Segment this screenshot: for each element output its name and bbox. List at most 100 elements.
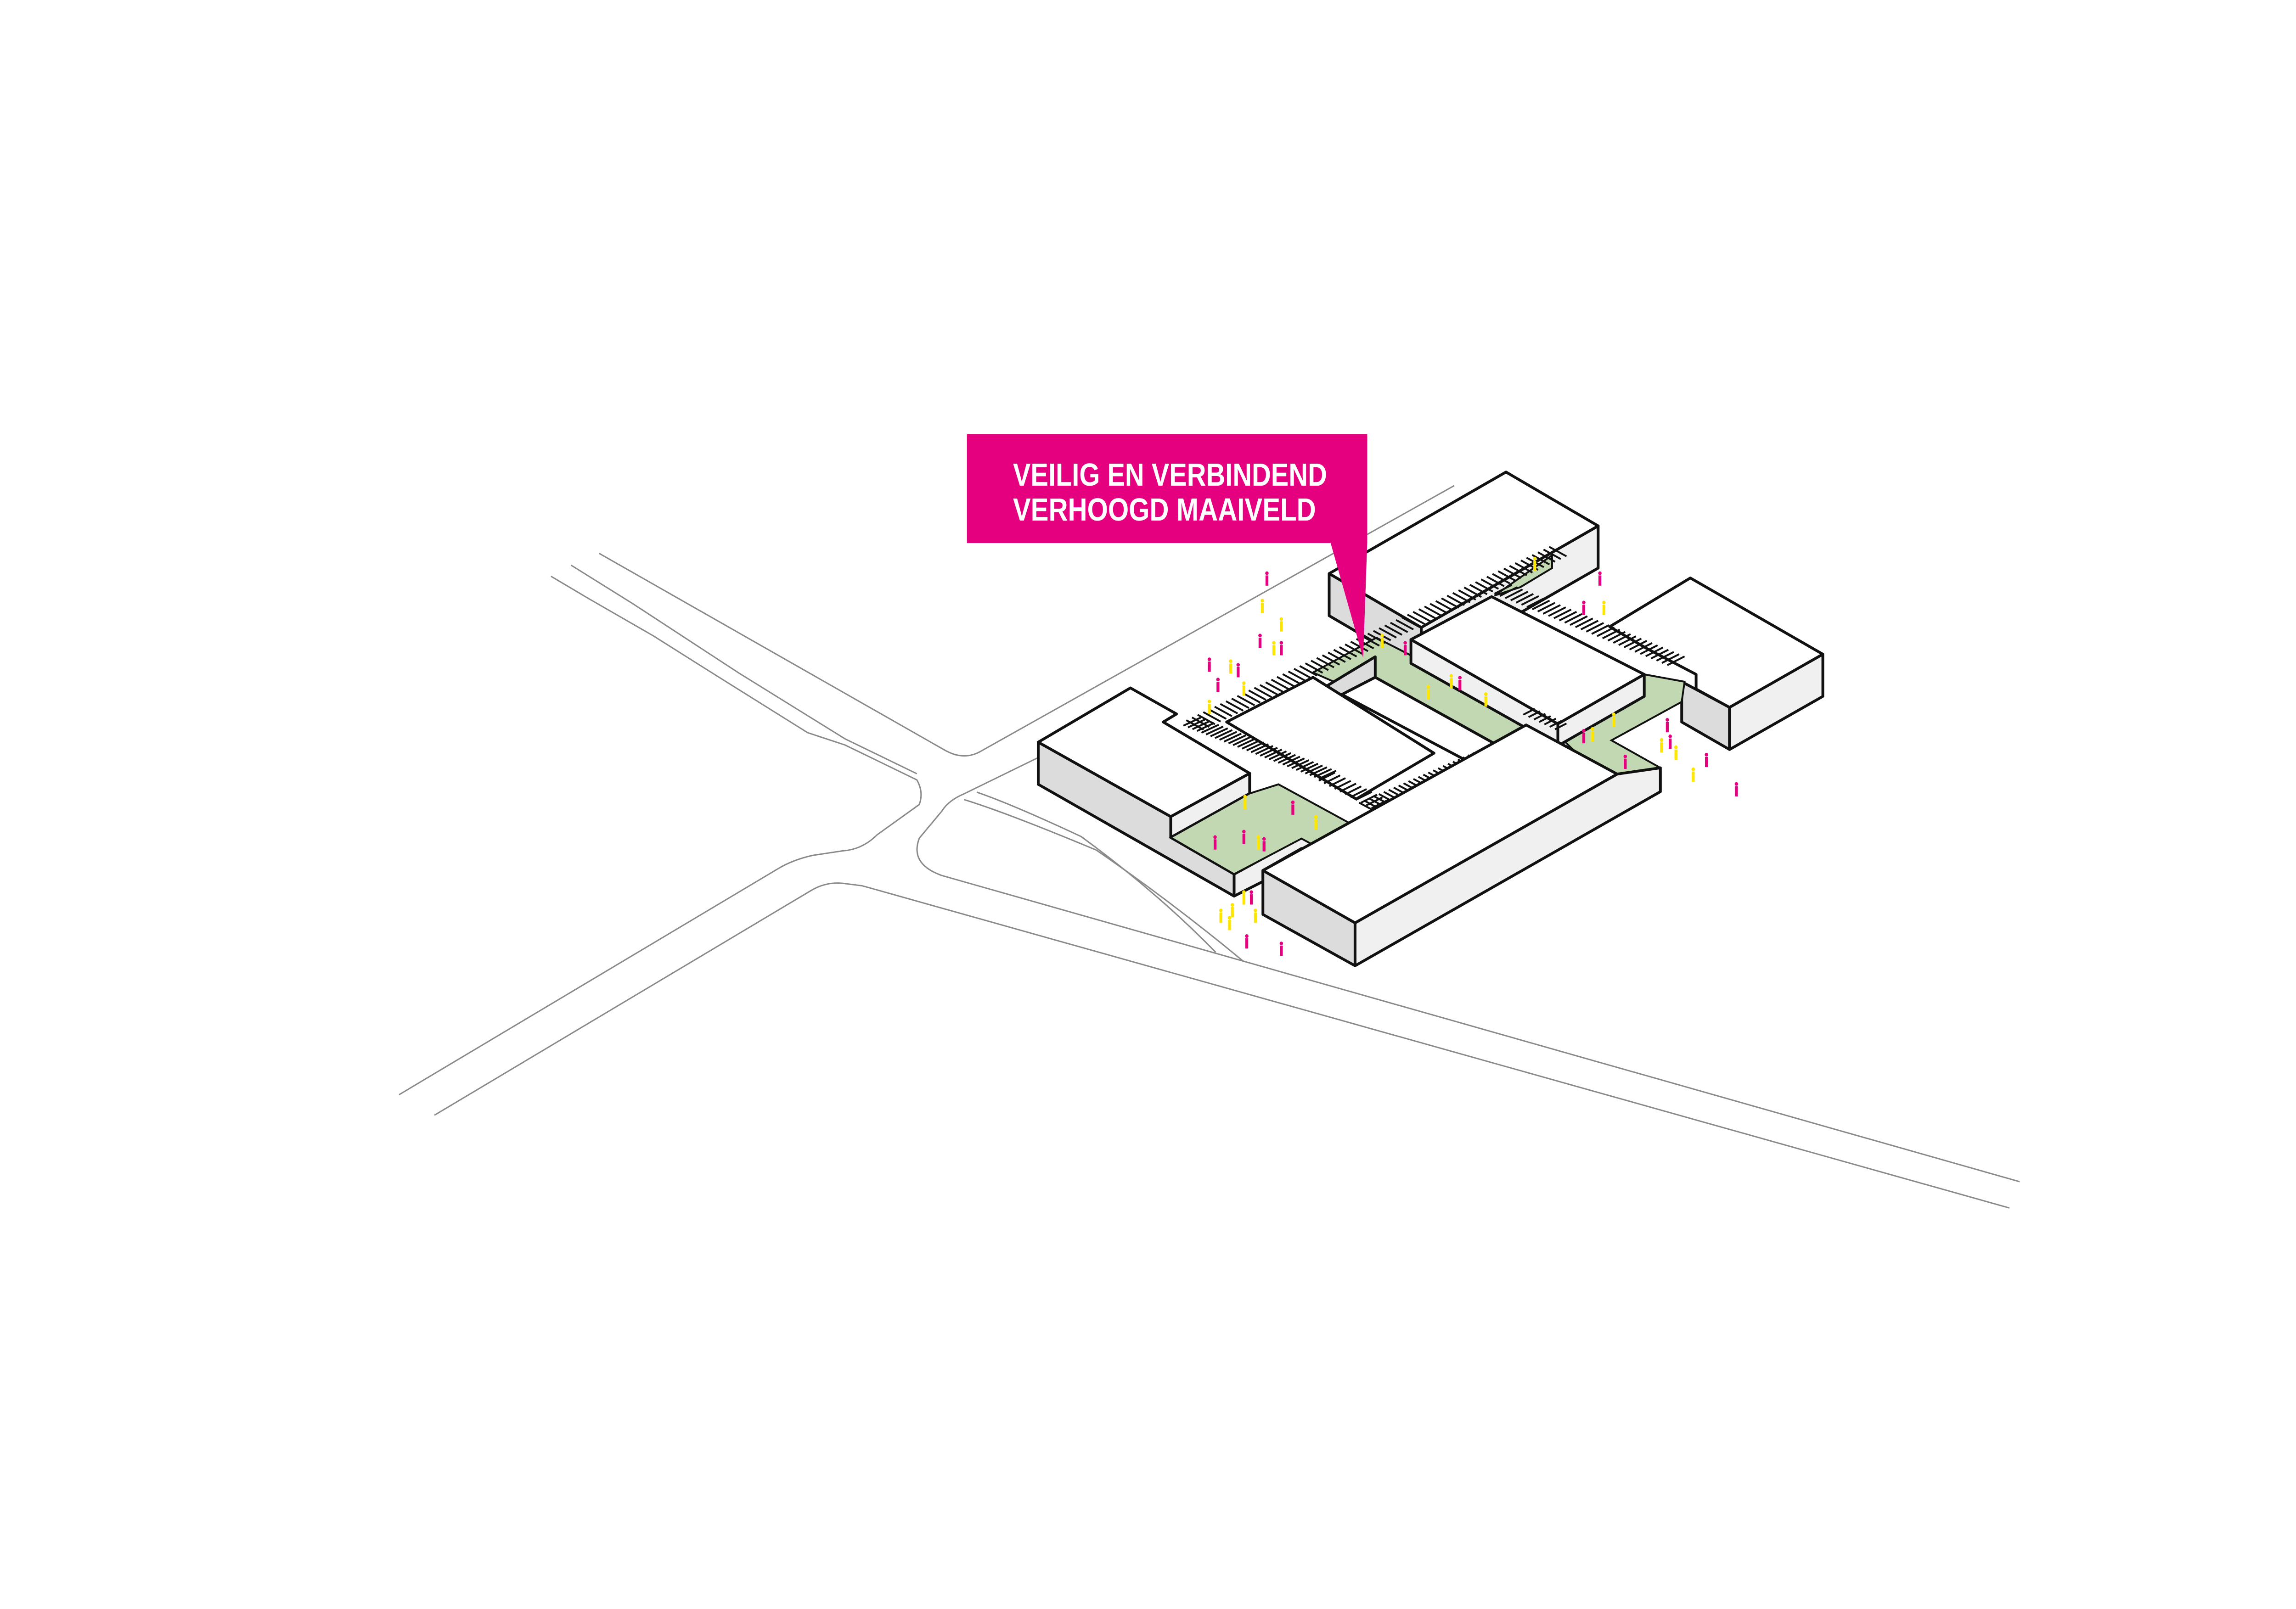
stair-tread (1283, 757, 1300, 765)
stair-tread (1534, 714, 1545, 720)
stair-tread (1509, 566, 1527, 575)
stair-tread (1549, 547, 1567, 556)
stair-tread (1328, 652, 1345, 662)
person-pink (1458, 676, 1462, 690)
stair-tread (1538, 552, 1555, 562)
road-line (571, 565, 917, 774)
stair-tread (1441, 598, 1459, 608)
stair-tread (1300, 666, 1317, 676)
diagram-canvas: VEILIG EN VERBINDEND VERHOOGD MAAIVELD (0, 434, 2296, 1439)
stair-tread (1334, 781, 1351, 789)
callout-pointer (1330, 542, 1367, 658)
stair-tread (1198, 715, 1215, 724)
person-pink (1666, 718, 1669, 733)
axonometric-diagram: VEILIG EN VERBINDEND VERHOOGD MAAIVELD (0, 434, 2296, 1439)
stair-tread (1188, 719, 1205, 728)
person-pink (1236, 663, 1240, 678)
road-network (399, 486, 2020, 1208)
stair-tread (1548, 607, 1566, 616)
stair-tread (1260, 748, 1277, 756)
person-pink (1265, 571, 1269, 586)
person-pink (1213, 835, 1217, 850)
stair-tread (1210, 728, 1228, 736)
stair-tread (1511, 592, 1528, 600)
stair-tread (1635, 643, 1652, 652)
stair-tread (1340, 784, 1356, 792)
person-pink (1582, 600, 1586, 615)
stair-tread (1436, 601, 1453, 611)
stair-tread (1603, 630, 1620, 639)
stair-tread (1305, 765, 1322, 774)
stair-tread (1228, 735, 1246, 744)
stair-tread (1319, 771, 1336, 779)
person-yellow (1272, 641, 1276, 656)
stair-tread (1238, 739, 1255, 747)
stair-tread (1255, 746, 1273, 754)
stair-tread (1306, 663, 1323, 673)
person-yellow (1242, 681, 1246, 696)
stair-tread (1278, 755, 1295, 763)
person-pink (1279, 641, 1283, 656)
stair-tread (1500, 587, 1517, 596)
stair-tread (1646, 647, 1663, 656)
road-line (399, 576, 921, 1094)
stair-tread (1334, 650, 1351, 659)
stair-tread (1539, 716, 1551, 722)
stair-tread (1224, 734, 1242, 742)
callout-box (967, 434, 1367, 543)
building-block-west (1038, 688, 1359, 897)
person-pink (1245, 934, 1249, 949)
stair-tread (1475, 582, 1493, 592)
stair-tread (1390, 622, 1408, 632)
stair-tread (1430, 604, 1447, 613)
stair-tread (1249, 690, 1266, 700)
stair-tread (1314, 769, 1332, 777)
stair-tread (1324, 775, 1340, 784)
person-yellow (1219, 908, 1223, 923)
person-pink (1242, 830, 1246, 844)
road-line (977, 792, 1216, 953)
stair-tread (1277, 677, 1294, 686)
stair-tread (1559, 612, 1577, 621)
person-yellow (1484, 692, 1488, 707)
stair-tread (1447, 595, 1464, 605)
person-yellow (1691, 767, 1695, 782)
stair-tread (1379, 628, 1396, 638)
person-yellow (1261, 599, 1264, 613)
stair-tread (1662, 654, 1679, 663)
stair-tread (1215, 706, 1232, 716)
stair-tread (1345, 645, 1362, 654)
stair-tread (1310, 767, 1327, 775)
callout: VEILIG EN VERBINDEND VERHOOGD MAAIVELD (967, 434, 1367, 658)
stair-tread (1215, 730, 1232, 738)
road-line (599, 486, 1454, 756)
stair-tread (1201, 725, 1219, 733)
stair-tread (1464, 588, 1481, 597)
stair-tread (1424, 606, 1442, 616)
person-yellow (1207, 700, 1211, 714)
stair-tread (1220, 704, 1238, 713)
stair-tread (1351, 789, 1367, 797)
stair-tread (1544, 718, 1556, 724)
stair-tread (1351, 642, 1368, 651)
person-yellow (1242, 890, 1246, 905)
stair-tread (1311, 661, 1328, 670)
person-pink (1291, 800, 1295, 815)
stair-tread (1242, 740, 1260, 749)
stair-tread (1319, 773, 1335, 781)
stair-tread (1294, 669, 1311, 678)
stair-tread (1356, 792, 1372, 800)
stair-tread (1233, 737, 1250, 746)
stair-tread (1419, 609, 1436, 619)
stair-tread (1329, 778, 1345, 786)
stair-tread (1247, 742, 1264, 751)
callout-line-2: VERHOOGD MAAIVELD (1013, 492, 1316, 527)
stair-tread (1183, 718, 1201, 726)
stair-tread (1529, 711, 1540, 717)
stair-tread (1407, 615, 1425, 624)
stair-tread (1498, 571, 1516, 581)
person-pink (1734, 782, 1739, 796)
stair-tread (1570, 616, 1587, 625)
stair-tread (1523, 709, 1535, 715)
person-pink (1249, 890, 1253, 905)
